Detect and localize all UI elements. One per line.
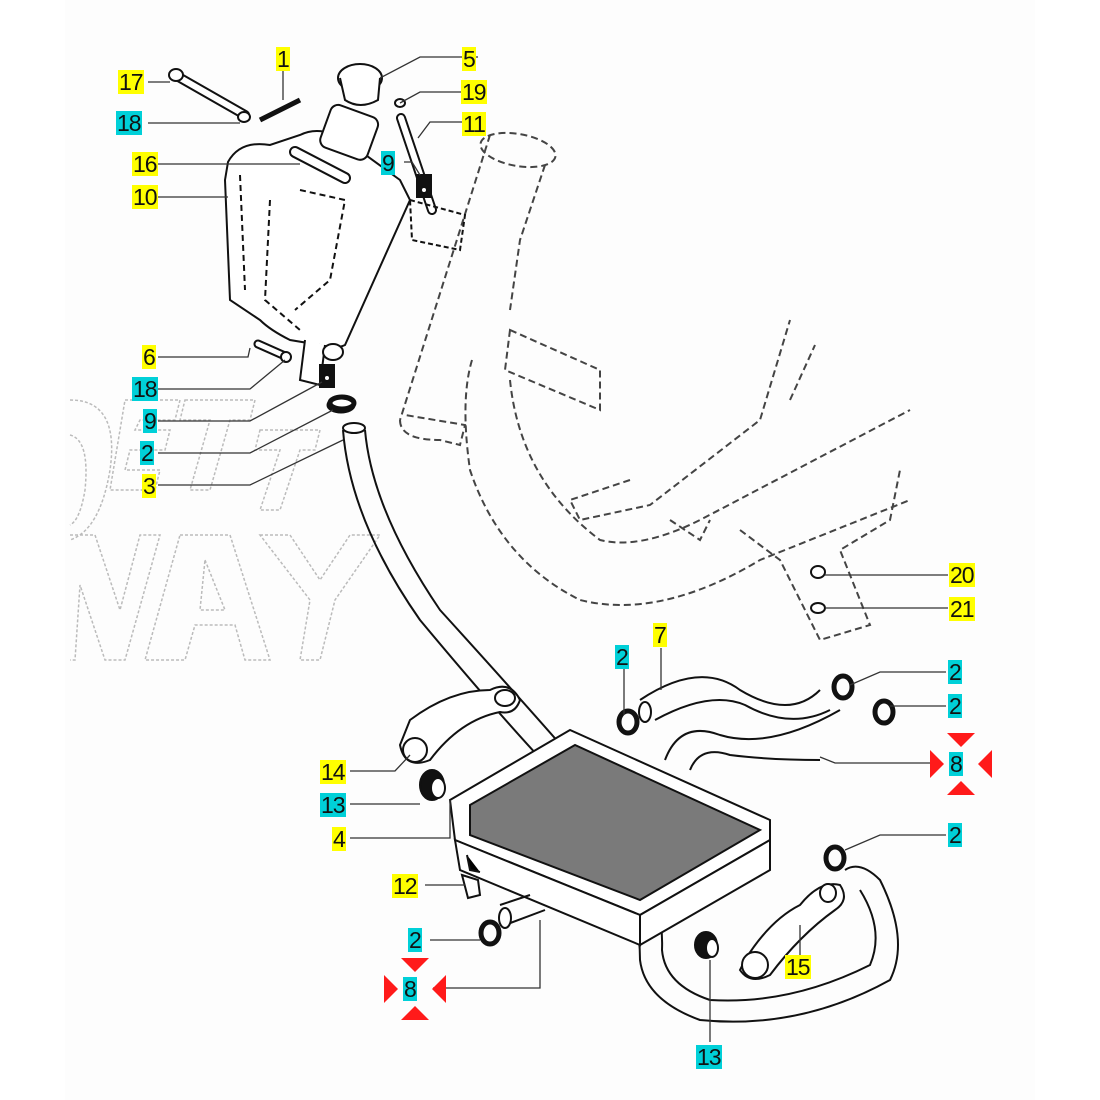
callout-3[interactable]: 3 (142, 473, 156, 499)
hose-clamps (327, 394, 896, 947)
callout-9-upper[interactable]: 9 (381, 150, 395, 176)
callout-21[interactable]: 21 (949, 596, 975, 622)
callout-8-right[interactable]: 8 (949, 751, 963, 777)
watermark (69, 399, 382, 661)
grommets (419, 769, 719, 959)
callout-5[interactable]: 5 (462, 46, 476, 72)
expansion-tank (223, 63, 412, 387)
red-arrow-down-icon (947, 733, 975, 747)
red-arrow-right-icon (930, 750, 944, 778)
callout-13-bottom[interactable]: 13 (696, 1044, 722, 1070)
callout-7[interactable]: 7 (653, 622, 667, 648)
callout-2-lower-left[interactable]: 2 (408, 927, 422, 953)
red-arrow-right-icon (384, 975, 398, 1003)
marker-8-right[interactable]: 8 (930, 733, 992, 795)
hose-lower-left (498, 894, 546, 929)
callout-16[interactable]: 16 (132, 151, 158, 177)
callout-1[interactable]: 1 (276, 46, 290, 72)
callout-2-radiator-right[interactable]: 2 (948, 822, 962, 848)
frame-ghost (399, 131, 911, 642)
callout-20[interactable]: 20 (949, 562, 975, 588)
hose-upper-right (638, 676, 841, 771)
radiator (448, 728, 771, 947)
red-arrow-up-icon (401, 1006, 429, 1020)
callout-11[interactable]: 11 (462, 111, 486, 137)
red-arrow-left-icon (978, 750, 992, 778)
callout-12[interactable]: 12 (392, 873, 418, 899)
red-arrow-left-icon (432, 975, 446, 1003)
callout-15[interactable]: 15 (785, 954, 811, 980)
callout-13-left[interactable]: 13 (320, 792, 346, 818)
callout-2-right-upper[interactable]: 2 (948, 659, 962, 685)
callout-17[interactable]: 17 (118, 69, 144, 95)
callout-2-hose7[interactable]: 2 (615, 644, 629, 670)
callout-10[interactable]: 10 (132, 184, 158, 210)
callout-18-lower[interactable]: 18 (132, 376, 158, 402)
marker-8-left[interactable]: 8 (384, 958, 446, 1020)
callout-8-left[interactable]: 8 (403, 976, 417, 1002)
callout-2-right-lower[interactable]: 2 (948, 693, 962, 719)
callout-2-tank[interactable]: 2 (140, 440, 154, 466)
red-arrow-down-icon (401, 958, 429, 972)
callout-4[interactable]: 4 (332, 826, 346, 852)
callout-6[interactable]: 6 (142, 344, 156, 370)
spacer-washer (810, 565, 826, 614)
callout-14[interactable]: 14 (320, 759, 346, 785)
red-arrow-up-icon (947, 781, 975, 795)
overflow-pipe (319, 98, 467, 388)
callout-18-upper[interactable]: 18 (116, 110, 142, 136)
callout-9-lower[interactable]: 9 (143, 408, 157, 434)
bolt-part (168, 68, 302, 363)
callout-19[interactable]: 19 (461, 79, 487, 105)
